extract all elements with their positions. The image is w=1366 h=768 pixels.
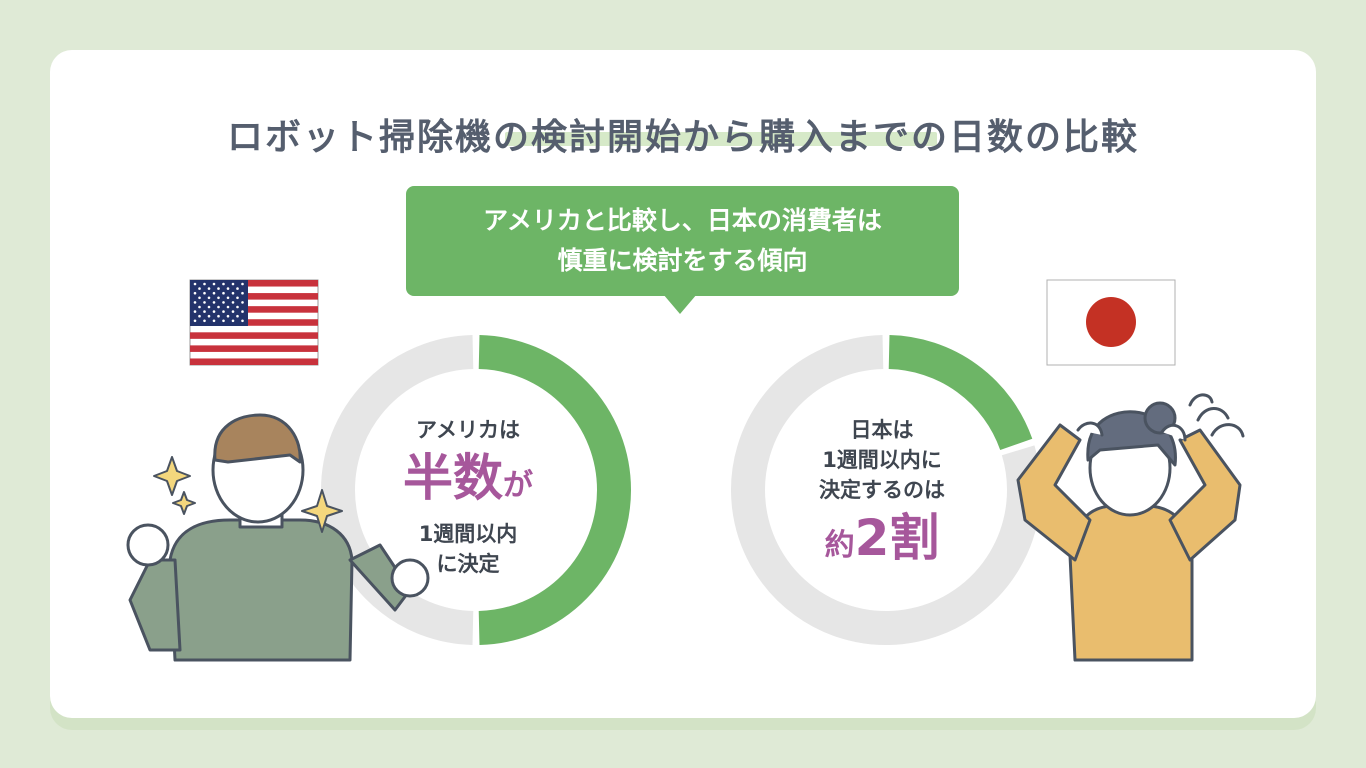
usa-big-value: 半数 [403, 449, 503, 507]
japan-big-text: 約2割 [802, 505, 962, 579]
usa-line-4: に決定 [436, 552, 500, 576]
donut-1-slice-1 [731, 335, 1041, 645]
callout-tail [663, 294, 697, 314]
worried-woman-illustration-icon [1016, 401, 1242, 662]
japan-prefix: 約 [824, 528, 855, 563]
stress-marks-icon [1188, 393, 1245, 438]
donut-1-slice-0 [888, 335, 1033, 451]
japan-flag-icon [1046, 279, 1176, 366]
donut-0-slice-0 [478, 335, 631, 645]
usa-center-text: アメリカは 半数が 1週間以内 に決定 [388, 415, 548, 579]
sparkle-icon [153, 456, 343, 533]
donut-0-slice-1 [321, 335, 474, 645]
japan-line-1: 日本は [850, 418, 914, 442]
japan-line-3: 決定するのは [819, 478, 945, 502]
page-title: ロボット掃除機の検討開始から購入までの日数の比較 [226, 117, 1139, 158]
title-highlight [505, 132, 937, 146]
usa-line-3: 1週間以内 [418, 522, 518, 546]
usa-big-text: 半数が [388, 445, 548, 519]
japan-center-text: 日本は 1週間以内に 決定するのは 約2割 [802, 415, 962, 579]
japan-line-2: 1週間以内に [822, 448, 942, 472]
japan-big-value: 2割 [854, 509, 940, 567]
callout-line-2: 慎重に検討をする傾向 [557, 246, 808, 275]
usa-big-suffix: が [503, 468, 533, 503]
usa-label-top: アメリカは [416, 418, 520, 442]
happy-man-illustration-icon [126, 413, 430, 662]
donut-group [321, 335, 1041, 645]
usa-flag-icon [189, 279, 319, 366]
callout-line-1: アメリカと比較し、日本の消費者は [483, 206, 882, 235]
callout-bubble: アメリカと比較し、日本の消費者は 慎重に検討をする傾向 [406, 186, 959, 296]
